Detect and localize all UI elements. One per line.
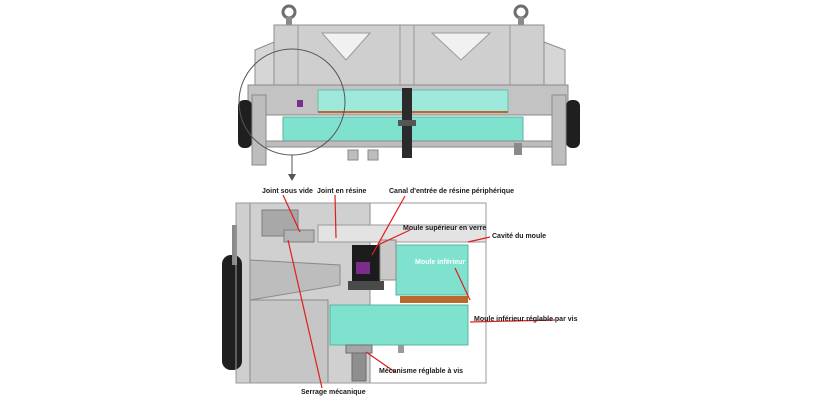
frame-wing-right [543, 41, 566, 86]
foot [367, 149, 379, 161]
foot [514, 143, 522, 155]
leader-cavite [467, 236, 491, 243]
label-canal-entree: Canal d'entrée de résine périphérique [389, 188, 514, 195]
adjustable-lower-mold [329, 304, 469, 346]
leader-joint-sous-vide [282, 194, 301, 233]
right-rubber-bumper [566, 100, 580, 148]
top-assembly [238, 4, 580, 181]
bumper-rod [232, 225, 237, 265]
frame-cutout-left [320, 32, 372, 61]
mold-cavity-strip [400, 296, 468, 303]
left-lifting-eye-stem [286, 17, 292, 25]
right-lifting-eye-icon [513, 4, 529, 20]
frame-wing-left [254, 41, 275, 86]
detail-section [222, 194, 556, 389]
upper-frame [273, 24, 545, 86]
left-lifting-eye-icon [281, 4, 297, 20]
label-moule-superieur: Moule supérieur en verre [403, 225, 487, 232]
left-rubber-bumper [238, 100, 252, 148]
upper-glass-mold [317, 89, 509, 113]
leader-lines [282, 194, 556, 389]
rubber-bumper [222, 255, 242, 370]
label-joint-sous-vide: Joint sous vide [262, 188, 313, 195]
clamp-leg [249, 299, 329, 384]
label-serrage-mecanique: Serrage mécanique [301, 389, 366, 396]
section-frame [235, 202, 487, 384]
leader-moule-reglable [469, 319, 556, 323]
centre-screw-nut [398, 120, 416, 126]
foot [347, 149, 359, 161]
label-cavite-moule: Cavité du moule [492, 233, 547, 240]
right-side-plate [551, 94, 567, 166]
label-mecanisme-reglable: Mécanisme réglable à vis [379, 368, 464, 375]
resin-channel-core [356, 262, 370, 274]
lower-mold-block [395, 244, 469, 296]
label-joint-en-resine: Joint en résine [317, 188, 367, 195]
leader-moule-superieur [377, 229, 411, 246]
adjust-screw-head [345, 344, 373, 354]
resin-channel-base [348, 281, 384, 290]
label-moule-inferieur-reglable: Moule inférieur réglable par vis [474, 316, 578, 323]
channel-side [379, 239, 397, 281]
leader-serrage [287, 239, 323, 389]
frame-cutout-right [430, 32, 492, 61]
leader-joint-en-resine [334, 194, 337, 239]
leader-moule-inferieur [454, 267, 471, 301]
right-lifting-eye-stem [518, 17, 524, 25]
small-bolt [398, 345, 404, 353]
leader-canal-entree [371, 195, 406, 256]
clamp-arm [249, 259, 341, 301]
arrow-down-icon [288, 174, 296, 181]
left-side-plate [251, 94, 267, 166]
resin-joint-detail [297, 100, 303, 107]
leader-mecanisme [365, 351, 396, 373]
label-moule-inferieur: Moule inférieur [415, 259, 466, 266]
